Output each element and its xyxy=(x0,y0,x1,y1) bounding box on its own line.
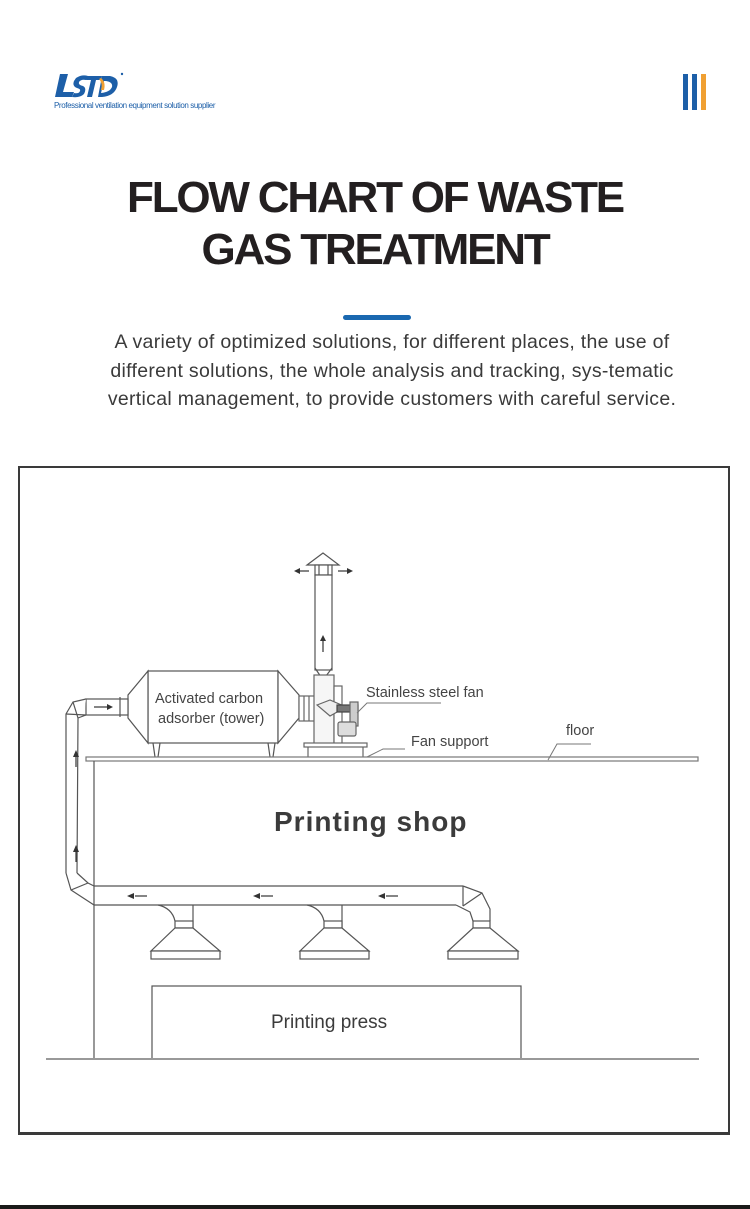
adsorber-tower xyxy=(85,669,300,758)
exhaust-hood-3 xyxy=(446,920,520,960)
riser-arrows xyxy=(73,750,79,862)
adsorber-inlet-arrow xyxy=(94,704,113,710)
bars-icon xyxy=(683,74,707,110)
fan-support-label: Fan support xyxy=(411,734,489,750)
diagram-frame xyxy=(18,466,730,1135)
bottom-divider xyxy=(0,1205,750,1209)
riser-duct xyxy=(65,698,95,1059)
leader-lines xyxy=(356,702,591,761)
floor-line xyxy=(85,756,699,762)
room-label: Printing shop xyxy=(274,806,468,837)
adsorber-label-line1: Activated carbon xyxy=(155,691,264,707)
floor-label: floor xyxy=(566,723,595,739)
adsorber-label-line2: adsorber (tower) xyxy=(158,711,265,727)
stack-outflow-arrows xyxy=(294,568,353,652)
logo-mark-icon xyxy=(55,72,124,98)
duct-flow-arrows xyxy=(127,893,398,899)
machine-label: Printing press xyxy=(271,1012,388,1033)
collector-duct xyxy=(65,872,491,922)
logo-tagline: Professional ventilation equipment solut… xyxy=(54,101,216,110)
title-underline xyxy=(343,315,411,320)
company-logo[interactable] xyxy=(54,70,234,114)
title-line-2: GAS TREATMENT xyxy=(201,225,550,274)
printing-press-box xyxy=(151,985,522,1060)
section-description: A variety of optimized solutions, for di… xyxy=(107,331,677,410)
exhaust-hood-1 xyxy=(149,904,222,960)
exhaust-stack xyxy=(305,552,341,681)
exhaust-hood-2 xyxy=(298,904,371,960)
page-title: FLOW CHART OF WASTE GAS TREATMENT xyxy=(0,172,750,276)
fan-label: Stainless steel fan xyxy=(366,685,484,701)
title-line-1: FLOW CHART OF WASTE xyxy=(127,173,625,222)
stainless-steel-fan xyxy=(298,674,368,757)
